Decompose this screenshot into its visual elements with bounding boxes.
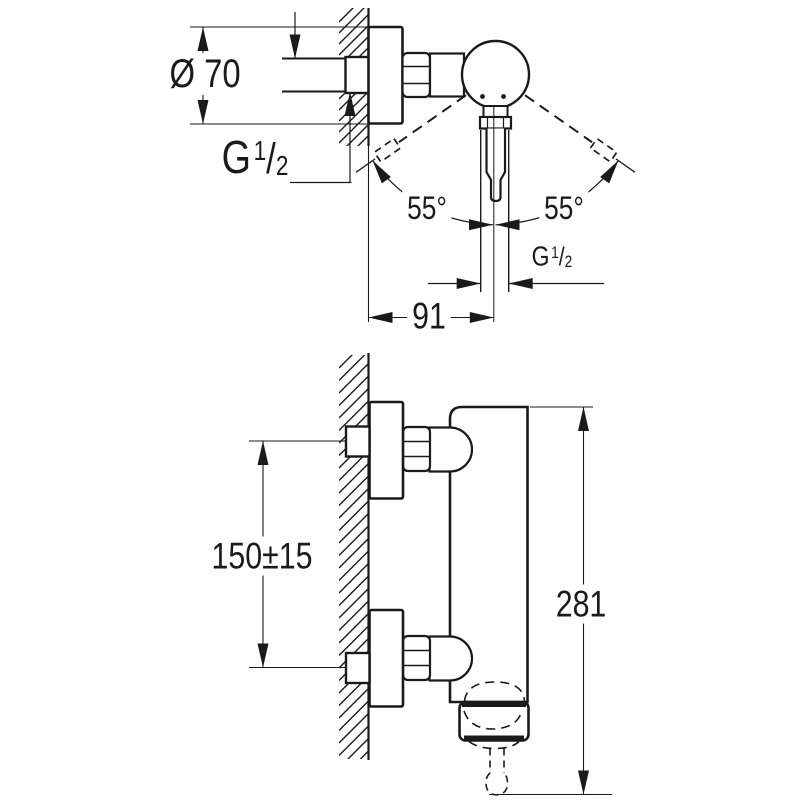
thread-inlet-arrow-down xyxy=(289,34,301,59)
outlet-hidden-arc-inner xyxy=(463,709,523,730)
top-view xyxy=(190,8,636,323)
thread-outlet-arrow-right xyxy=(456,278,481,289)
dim281-arrow-up xyxy=(578,407,589,431)
hex-nut-bottom-front xyxy=(401,634,432,682)
front-view xyxy=(249,353,612,796)
inlet-boss-bottom xyxy=(428,635,474,682)
angle-arrow-left-outer xyxy=(372,160,391,184)
dim281-arrow-down xyxy=(578,770,589,795)
thread-inlet-g: G xyxy=(221,130,251,183)
angle-extension-right xyxy=(615,158,636,173)
inlet-boss-top xyxy=(428,426,474,473)
dim281-extension-lines xyxy=(489,406,612,796)
thread-outlet-arrow-left xyxy=(508,278,533,289)
dim150-arrow-down xyxy=(257,643,269,668)
handle-swing-dashed-right xyxy=(524,94,593,144)
escutcheon-top-front xyxy=(368,400,405,500)
dimension-label-91: 91 xyxy=(407,296,451,336)
mixer-body-circle xyxy=(460,39,531,110)
dia70-extension-lines xyxy=(190,26,368,125)
hex-nut-bottom-facets xyxy=(403,649,430,667)
dia70-arrow-up xyxy=(197,27,209,51)
dim91-arrow-left xyxy=(368,312,393,323)
thread-outlet-denominator: 2 xyxy=(564,251,573,271)
outlet-pipe-lines xyxy=(480,130,510,292)
angle-arrow-right-outer xyxy=(600,160,619,184)
mixer-body-front xyxy=(448,405,529,704)
dimension-label-281: 281 xyxy=(550,584,612,624)
angle-arrow-left-inner xyxy=(469,219,493,231)
thread-inlet-slash: / xyxy=(266,134,276,182)
handle-grip-dashed-left xyxy=(373,137,402,163)
handle-collar-detail xyxy=(486,117,505,129)
wall-fitting-bottom-front xyxy=(344,651,371,685)
thread-outlet-numerator: 1 xyxy=(551,242,559,262)
angle-arrow-right-inner xyxy=(495,219,520,231)
handle-swing-dashed-left xyxy=(398,94,467,144)
dimension-label-angle-right: 55° xyxy=(539,191,589,225)
outlet-nipple-dashed-tip xyxy=(485,772,509,796)
wall-fitting-top-view xyxy=(344,55,371,95)
thread-outlet-slash: / xyxy=(558,243,565,272)
dim91-arrow-right xyxy=(469,312,494,323)
pivot-dot-left xyxy=(480,94,485,99)
dia70-arrow-down xyxy=(197,100,209,124)
handle-lever xyxy=(485,128,507,203)
hex-nut-top-front xyxy=(401,425,432,473)
wall-fitting-top-front xyxy=(344,425,371,458)
dimension-label-150: 150±15 xyxy=(206,536,318,576)
outlet-nipple-dashed-sides xyxy=(489,748,505,773)
handle-grip-dashed-right xyxy=(589,137,618,163)
thread-inlet-arrow-up xyxy=(344,92,356,116)
angle-extension-left xyxy=(355,158,376,173)
thread-inlet-denominator: 2 xyxy=(275,149,289,181)
handle-neck xyxy=(482,105,509,118)
supply-pipe-lines xyxy=(282,57,346,93)
hex-nut-top-facets xyxy=(403,440,430,458)
thread-inlet-numerator: 1 xyxy=(253,135,267,167)
outlet-housing xyxy=(458,700,530,742)
hex-nut-top-view xyxy=(401,51,432,99)
dim150-arrow-up xyxy=(257,441,269,465)
wall-hatch-front-view xyxy=(339,355,369,759)
outlet-hidden-arc-lower xyxy=(468,740,520,750)
outlet-hidden-arc-upper xyxy=(463,681,526,702)
dimension-label-thread-outlet: G1/2 xyxy=(531,240,573,272)
handle-collar xyxy=(478,115,513,130)
body-connector-top-view xyxy=(428,52,466,98)
pivot-dot-right xyxy=(501,94,506,99)
pipe-hatch-mask xyxy=(337,56,346,94)
escutcheon-bottom-front xyxy=(368,608,405,708)
dimension-label-thread-inlet: G1/2 xyxy=(222,134,289,180)
thread-outlet-g: G xyxy=(531,240,550,272)
dim150-extension-lines xyxy=(249,440,346,669)
escutcheon-top-view xyxy=(367,25,404,125)
dimension-label-diameter-70: Ø 70 xyxy=(164,53,246,95)
dimension-label-angle-left: 55° xyxy=(402,191,452,225)
hex-nut-facets-top-view xyxy=(403,65,430,85)
